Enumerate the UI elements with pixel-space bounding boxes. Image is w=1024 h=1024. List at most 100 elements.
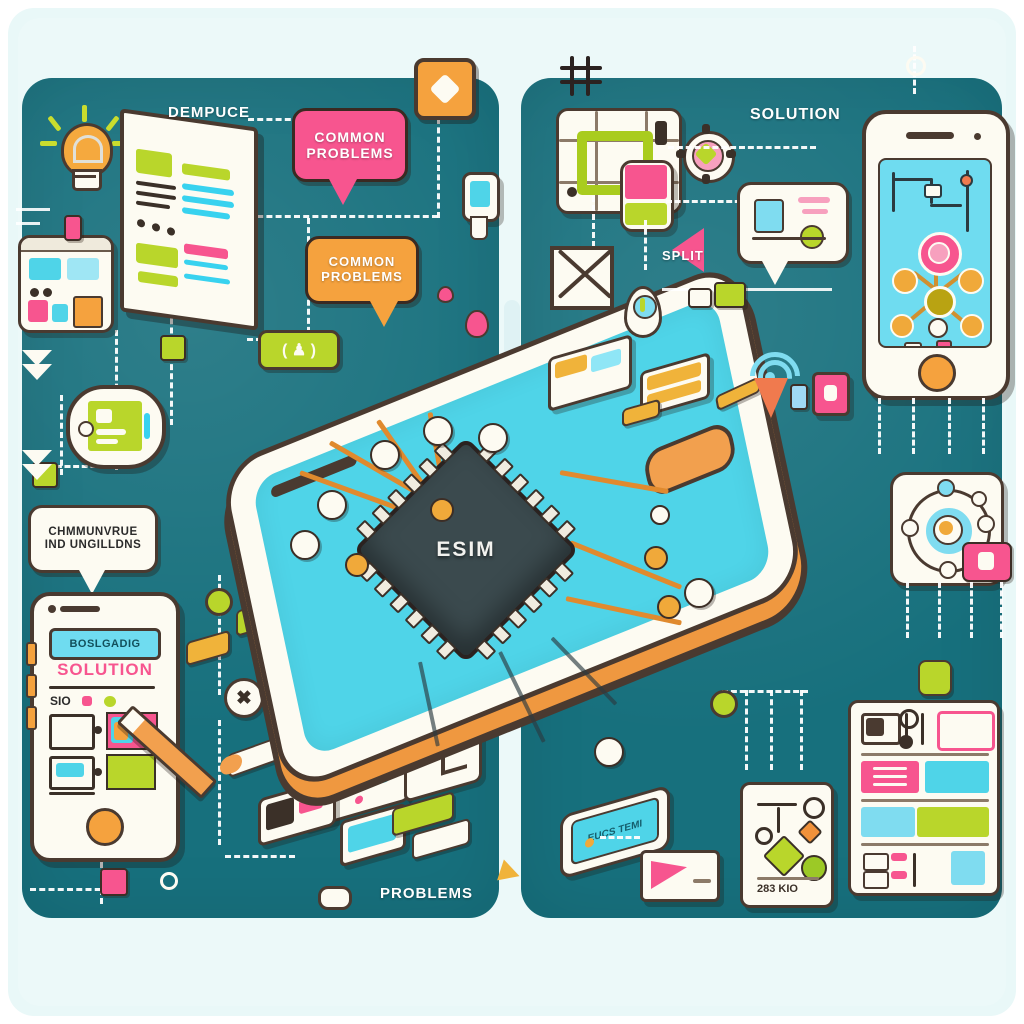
document-page-icon [120, 108, 258, 331]
label-split: SPLIT [662, 248, 704, 263]
flag-icon [861, 713, 901, 745]
trace-node [684, 578, 714, 608]
phone-heading-solution: SOLUTION [57, 660, 153, 679]
connector-line [912, 398, 915, 454]
grid-crosshair-icon [560, 56, 602, 96]
bubble-tail [79, 570, 105, 594]
trace-node-orange [345, 553, 369, 577]
label-solution: SOLUTION [750, 106, 841, 123]
bubble-tail [762, 261, 788, 285]
trace-node-orange [644, 546, 668, 570]
bubble-line-1: CHMMUNVRUE [48, 525, 138, 538]
connector-line [170, 300, 173, 425]
connector-line [248, 118, 300, 121]
lock-icon [962, 542, 1012, 582]
bubble-tail [370, 301, 398, 327]
sparkle-diamond-icon[interactable] [414, 58, 476, 120]
connector-line [30, 465, 105, 468]
location-pin-icon [465, 310, 489, 338]
connector-line [225, 855, 295, 858]
connector-line [938, 582, 941, 638]
tile-chip [790, 384, 808, 410]
trace-node [423, 416, 453, 446]
connector-line [437, 118, 440, 218]
connector-line [948, 398, 951, 454]
chat-bubble-icon[interactable] [737, 182, 849, 285]
list-item[interactable] [49, 756, 95, 790]
lightbulb-icon [40, 105, 130, 200]
lock-icon [812, 372, 850, 416]
connector-line [644, 220, 647, 270]
connector-line [745, 690, 748, 770]
search-input[interactable]: BOSLGADIG [49, 628, 161, 660]
connector-line [668, 146, 816, 149]
connector-line [592, 196, 595, 256]
bubble-line-2: PROBLEMS [321, 269, 403, 284]
connector-line [722, 690, 808, 693]
pink-chip-icon [100, 868, 128, 896]
trace-node [594, 737, 624, 767]
connector-line [982, 398, 985, 454]
connector-line [218, 720, 221, 845]
connector-line [770, 690, 773, 770]
stats-card: 283 KIO [740, 782, 834, 908]
list-item[interactable] [861, 807, 915, 837]
list-item[interactable] [49, 714, 95, 750]
status-chip [64, 215, 82, 241]
flag-card-icon [640, 850, 720, 902]
no-image-icon [550, 246, 614, 310]
trace-node-orange [657, 595, 681, 619]
play-triangle-icon [672, 228, 704, 272]
heart-icon [437, 286, 454, 303]
trace-node [478, 423, 508, 453]
qr-code-icon [66, 385, 166, 469]
bubble-tail [329, 179, 357, 205]
trace-node [317, 490, 347, 520]
green-node-icon [710, 690, 738, 718]
label-problems: PROBLEMS [380, 885, 474, 902]
home-button[interactable] [918, 354, 956, 392]
dashboard-card[interactable] [848, 700, 1000, 896]
label-dempuce: DEMPUCE [168, 104, 251, 121]
bubble-common-problems-orange[interactable]: COMMON PROBLEMS [305, 236, 419, 327]
home-button[interactable] [86, 808, 124, 846]
connector-line [878, 398, 881, 454]
connector-line [662, 288, 832, 291]
green-user-tag-icon: ( ♟ ) [258, 330, 340, 370]
connector-line [16, 222, 40, 225]
download-arrow-icon [748, 378, 792, 424]
list-item[interactable] [925, 761, 989, 793]
node-dot [160, 872, 178, 890]
settings-gear-icon[interactable] [676, 124, 736, 184]
close-x-icon[interactable]: ✖ [224, 678, 264, 718]
list-item[interactable] [917, 807, 989, 837]
trace-node [370, 440, 400, 470]
connector-bit-icon [918, 660, 952, 696]
atom-network-icon [890, 472, 1004, 586]
image-card-icon [18, 235, 114, 333]
network-phone-card[interactable] [862, 110, 1010, 400]
mini-device-icon [462, 172, 500, 222]
bubble-common-problems-pink[interactable]: COMMON PROBLEMS [292, 108, 408, 205]
esim-chip-label: ESIM [436, 538, 496, 561]
connector-line [16, 208, 50, 211]
chat-icon [937, 711, 995, 751]
connector-line [666, 200, 758, 203]
stylus-tip-icon [470, 216, 488, 240]
sim-chip-icon [714, 282, 746, 308]
esim-chip: ESIM [352, 436, 580, 664]
phone-screen [878, 158, 992, 348]
bubble-line-2: IND UNGILLDNS [44, 539, 142, 551]
connector-line [800, 690, 803, 770]
connector-line [60, 395, 63, 475]
bubble-communications[interactable]: CHMMUNVRUE IND UNGILLDNS [28, 505, 158, 594]
node-dot [318, 886, 352, 910]
trace-node [290, 530, 320, 560]
green-node-icon [205, 588, 233, 616]
list-item[interactable] [106, 754, 156, 790]
stats-value: 283 KIO [757, 883, 798, 895]
bubble-line-2: PROBLEMS [306, 145, 394, 161]
trace-node [650, 505, 670, 525]
connector-line [248, 215, 438, 218]
